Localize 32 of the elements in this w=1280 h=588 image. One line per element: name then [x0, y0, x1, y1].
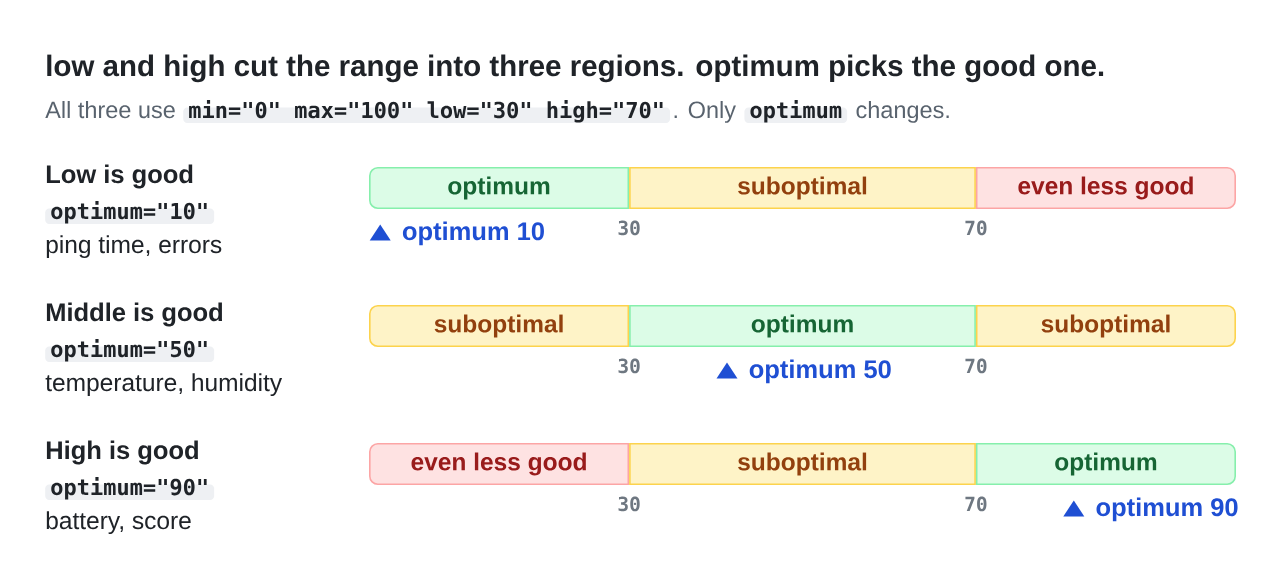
- range-segment: optimum: [369, 167, 630, 209]
- inline-code: optimum="90": [45, 477, 215, 500]
- inline-code: optimum="50": [45, 339, 215, 362]
- tick-label: 70: [965, 358, 987, 374]
- range-segment: even less good: [369, 443, 630, 485]
- inline-code: min="0" max="100" low="30" high="70": [183, 100, 671, 123]
- range-segment: suboptimal: [975, 305, 1236, 347]
- title-text: low and high cut the range into three regions. optimum picks the good one.: [47, 54, 1104, 83]
- marker-label: optimum 10: [402, 221, 544, 246]
- description-text: battery, score: [46, 511, 191, 535]
- row-heading: Middle is good: [46, 302, 222, 327]
- range-segment: optimum: [975, 443, 1236, 485]
- marker-label: optimum 50: [749, 359, 891, 384]
- row-heading: High is good: [46, 440, 198, 465]
- tick-label: 30: [618, 496, 640, 512]
- range-segment: even less good: [975, 167, 1236, 209]
- description-text: temperature, humidity: [45, 373, 283, 397]
- inline-code: optimum: [744, 100, 848, 123]
- subtitle-text: All three use: [45, 100, 175, 119]
- range-segment: suboptimal: [629, 443, 976, 485]
- tick-label: 70: [965, 220, 987, 236]
- tick-label: 30: [618, 220, 640, 236]
- range-segment: suboptimal: [369, 305, 630, 347]
- tick-label: 30: [618, 358, 640, 374]
- subtitle-text: . Only: [674, 100, 736, 123]
- inline-code: optimum="10": [45, 201, 215, 224]
- tick-label: 70: [965, 496, 987, 512]
- range-segment: optimum: [629, 305, 976, 347]
- range-segment: suboptimal: [629, 167, 976, 209]
- description-text: ping time, errors: [46, 235, 222, 259]
- row-heading: Low is good: [46, 164, 193, 189]
- subtitle-text: changes.: [856, 100, 949, 123]
